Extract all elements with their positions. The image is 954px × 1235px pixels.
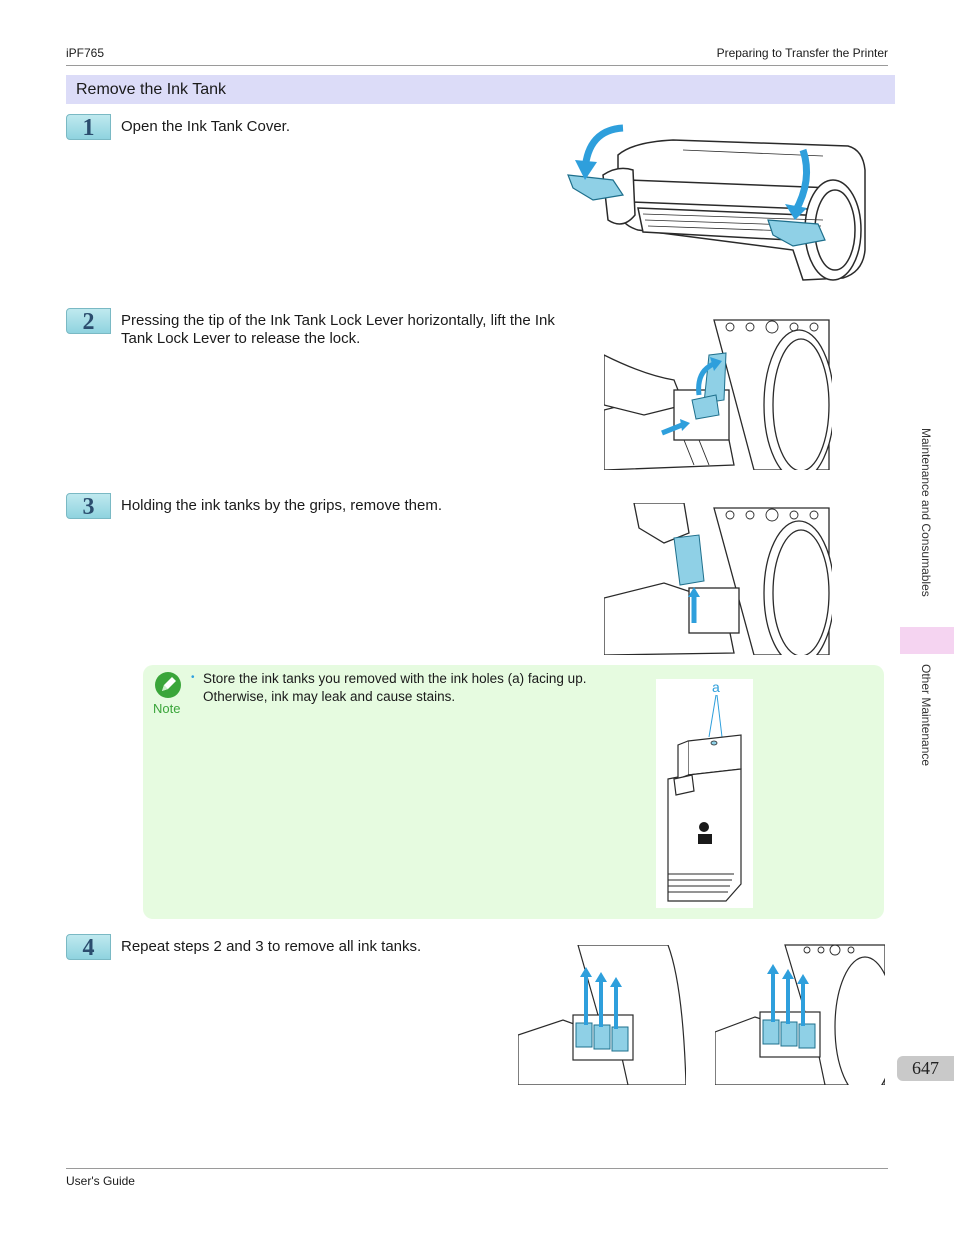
step-number-1: 1 [66, 114, 111, 141]
page-number: 647 [912, 1058, 939, 1078]
step-number-2: 2 [66, 308, 111, 335]
note-label: Note [153, 701, 181, 716]
note-bullet: • [191, 672, 195, 683]
remove-all-tanks-illustration-left [518, 945, 686, 1085]
step-2-text-line-1: Pressing the tip of the Ink Tank Lock Le… [121, 312, 555, 329]
step-2-text-line-2: Tank Lock Lever to release the lock. [121, 330, 361, 347]
step-1-text: Open the Ink Tank Cover. [121, 118, 290, 135]
footer-divider [66, 1168, 888, 1169]
step-3-text: Holding the ink tanks by the grips, remo… [121, 497, 442, 514]
step-4-text: Repeat steps 2 and 3 to remove all ink t… [121, 938, 422, 955]
note-text: Store the ink tanks you removed with the… [203, 671, 587, 704]
sidebar-subsection-label: Other Maintenance [919, 664, 933, 767]
footer-title: User's Guide [66, 1174, 135, 1188]
ink-tank-illustration [667, 694, 742, 902]
header-chapter: Preparing to Transfer the Printer [716, 46, 888, 60]
header-model: iPF765 [66, 46, 105, 60]
step-number-4: 4 [66, 934, 111, 961]
note-pencil-icon [155, 672, 181, 698]
step-number-3: 3 [66, 493, 111, 520]
section-title: Remove the Ink Tank [66, 75, 895, 104]
remove-all-tanks-illustration-right [715, 944, 885, 1085]
sidebar-tab-marker [900, 627, 954, 654]
ink-hole-label: a [712, 679, 720, 695]
sidebar-section-label: Maintenance and Consumables [919, 428, 933, 597]
note-box [143, 665, 884, 919]
header-divider [66, 65, 888, 66]
page-number-badge [897, 1056, 954, 1081]
printer-open-cover-illustration [567, 124, 866, 281]
lock-lever-illustration [604, 319, 832, 470]
remove-ink-tank-illustration [604, 503, 832, 655]
